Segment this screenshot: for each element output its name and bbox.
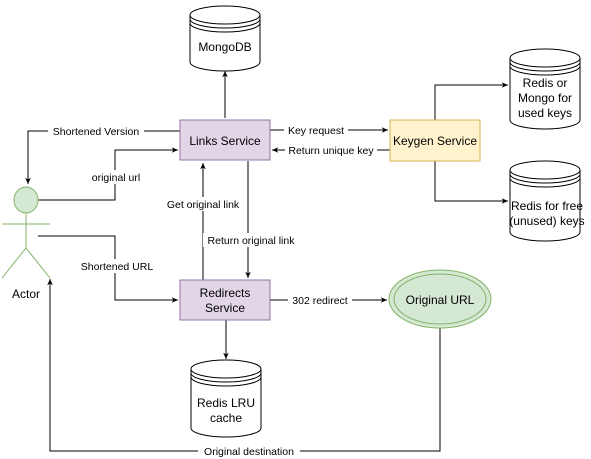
redis-used-keys-label-line2: Mongo for	[518, 91, 572, 105]
actor-right-leg	[25, 247, 51, 279]
mongodb-cylinder	[189, 5, 261, 72]
redis-used-keys-label-line3: used keys	[518, 106, 572, 120]
redis-free-keys-cylinder	[509, 160, 581, 242]
redirects-service-label-line2: Service	[205, 301, 245, 315]
edge-label-302-redirect: 302 redirect	[292, 295, 348, 307]
redis-used-keys-label-line1: Redis or	[523, 76, 568, 90]
actor-left-leg	[1, 247, 27, 279]
edge-keygen-to-redis-used	[434, 82, 508, 120]
edge-label-shortened-version: Shortened Version	[53, 126, 140, 138]
links-service-label: Links Service	[189, 134, 261, 148]
redis-used-keys-node[interactable]: Redis or Mongo for used keys	[509, 48, 581, 130]
actor-head	[13, 186, 39, 214]
edge-label-return-original-link: Return original link	[208, 235, 296, 247]
redis-lru-label-line1: Redis LRU	[197, 396, 255, 410]
redis-free-keys-node[interactable]: Redis for free (unused) keys	[509, 160, 585, 242]
mongodb-node[interactable]: MongoDB	[189, 5, 261, 72]
edge-labels: Shortened Version original url Key reque…	[48, 123, 377, 458]
redis-used-keys-cylinder	[509, 48, 581, 130]
edge-label-shortened-url: Shortened URL	[81, 261, 154, 273]
mongodb-label: MongoDB	[198, 40, 251, 54]
edge-label-original-destination: Original destination	[204, 446, 294, 458]
links-service-box	[179, 119, 271, 161]
actor-node[interactable]: Actor	[1, 186, 51, 301]
redis-lru-cylinder	[190, 359, 262, 438]
edge-label-key-request: Key request	[288, 125, 344, 137]
edge-label-original-url: original url	[92, 172, 140, 184]
redirects-service-node[interactable]: Redirects Service	[179, 279, 271, 321]
keygen-service-label: Keygen Service	[393, 134, 477, 148]
edge-keygen-to-redis-free	[434, 161, 508, 204]
redis-lru-node[interactable]: Redis LRU cache	[190, 359, 262, 438]
original-url-label: Original URL	[406, 293, 475, 307]
original-url-inner-ellipse	[393, 273, 487, 325]
edge-label-return-unique-key: Return unique key	[288, 145, 374, 157]
original-url-node[interactable]: Original URL	[388, 269, 492, 329]
redirects-service-label-line1: Redirects	[200, 286, 251, 300]
redis-lru-label-line2: cache	[210, 411, 242, 425]
edge-label-get-original-link: Get original link	[167, 199, 240, 211]
redirects-service-box	[179, 279, 271, 321]
redis-free-keys-label-line2: (unused) keys	[509, 214, 584, 228]
keygen-service-box	[389, 119, 481, 162]
links-service-node[interactable]: Links Service	[179, 119, 271, 161]
keygen-service-node[interactable]: Keygen Service	[389, 119, 481, 162]
redis-free-keys-label-line1: Redis for free	[511, 199, 583, 213]
actor-label: Actor	[12, 287, 40, 301]
